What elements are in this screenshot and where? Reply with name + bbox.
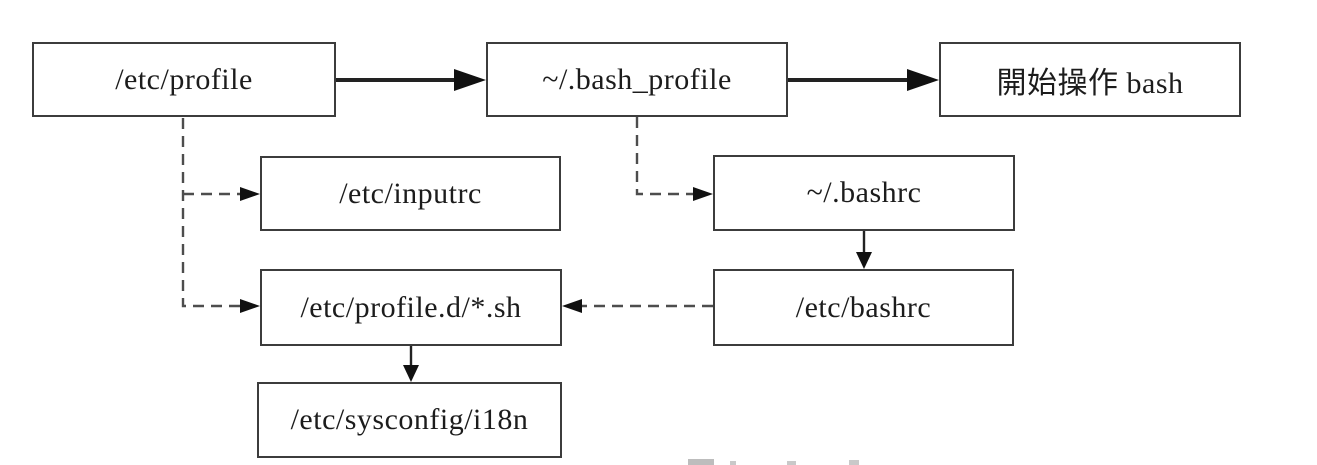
node-start-bash: 開始操作 bash bbox=[939, 42, 1241, 117]
edge-bash-profile-to-bashrc bbox=[635, 117, 713, 201]
edge-etc-profile-to-bash-profile bbox=[336, 69, 486, 91]
edge-bash-profile-to-start-bash bbox=[788, 69, 939, 91]
arrowhead-icon bbox=[907, 69, 939, 91]
arrowhead-icon bbox=[856, 252, 872, 269]
node-label: /etc/inputrc bbox=[339, 176, 482, 210]
cropped-caption-mark bbox=[730, 461, 736, 465]
node-label: 開始操作 bash bbox=[996, 66, 1184, 100]
node-bash-profile: ~/.bash_profile bbox=[486, 42, 788, 117]
node-label: ~/.bashrc bbox=[806, 176, 922, 209]
arrowhead-icon bbox=[240, 187, 260, 201]
node-etc-profile-d: /etc/profile.d/*.sh bbox=[260, 269, 562, 346]
node-label: /etc/profile bbox=[115, 62, 253, 96]
edge-etc-profile-to-etc-inputrc bbox=[183, 187, 260, 201]
node-sysconfig-i18n: /etc/sysconfig/i18n bbox=[257, 382, 562, 458]
node-etc-profile: /etc/profile bbox=[32, 42, 336, 117]
arrowhead-icon bbox=[454, 69, 486, 91]
cropped-caption-mark bbox=[849, 460, 859, 465]
node-label: /etc/sysconfig/i18n bbox=[290, 403, 529, 436]
node-etc-bashrc: /etc/bashrc bbox=[713, 269, 1014, 346]
edge-etc-bashrc-to-profile-d bbox=[562, 299, 713, 313]
cropped-caption-mark bbox=[688, 459, 714, 465]
edge-profile-d-to-sysconfig-i18n bbox=[403, 346, 419, 382]
arrowhead-icon bbox=[693, 187, 713, 201]
arrowhead-icon bbox=[240, 299, 260, 313]
node-label: /etc/profile.d/*.sh bbox=[300, 290, 522, 324]
node-label: /etc/bashrc bbox=[795, 290, 932, 324]
arrowhead-icon bbox=[403, 365, 419, 382]
edge-etc-profile-to-profile-d bbox=[181, 118, 260, 313]
edge-bashrc-to-etc-bashrc bbox=[856, 231, 872, 269]
cropped-caption-mark bbox=[787, 461, 796, 465]
node-bashrc: ~/.bashrc bbox=[713, 155, 1015, 231]
node-etc-inputrc: /etc/inputrc bbox=[260, 156, 561, 231]
arrowhead-icon bbox=[562, 299, 582, 313]
node-label: ~/.bash_profile bbox=[542, 62, 732, 96]
